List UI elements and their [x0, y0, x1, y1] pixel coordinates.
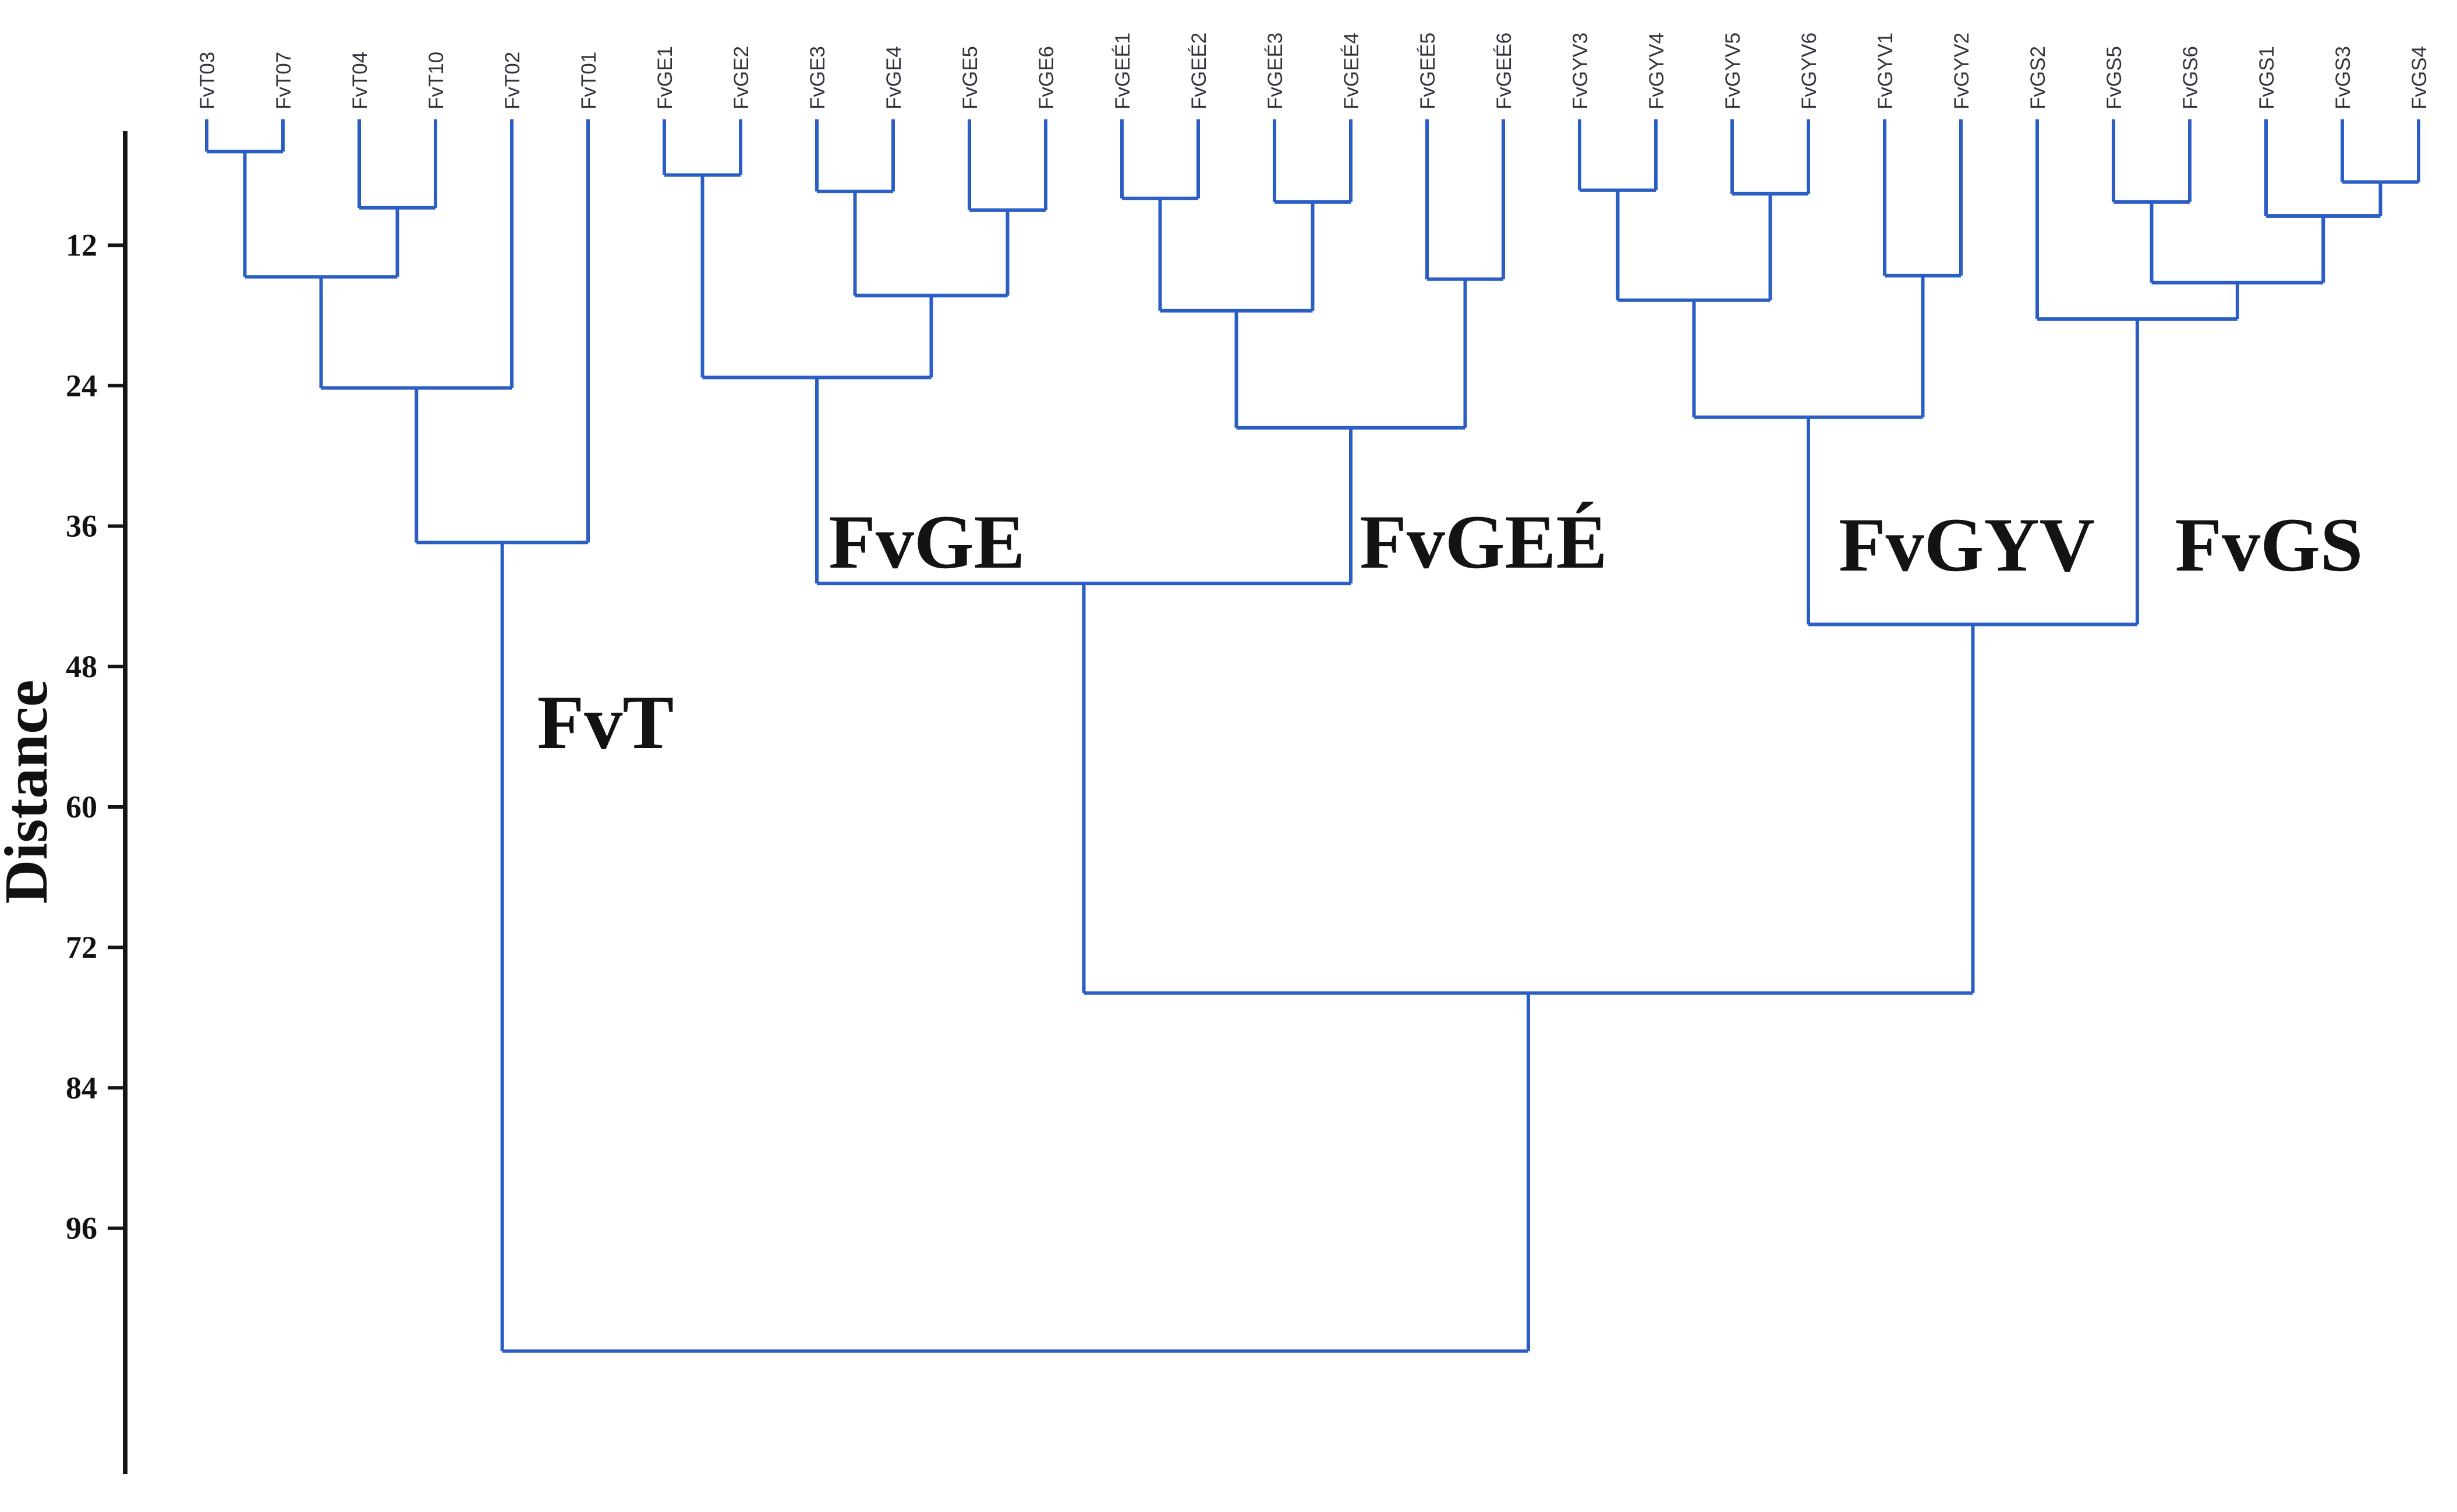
axis-tick-label: 60: [66, 789, 97, 824]
axis-tick-label: 72: [66, 930, 97, 965]
leaf-label: FvGS2: [2027, 46, 2049, 109]
leaf-label: FvT07: [272, 52, 295, 109]
leaf-label: FvGEÉ2: [1188, 33, 1210, 109]
leaf-label: FvGEÉ5: [1417, 33, 1439, 109]
y-axis-label: Distance: [0, 680, 60, 904]
leaf-label: FvT10: [425, 52, 448, 109]
axis-tick-label: 84: [66, 1070, 97, 1105]
leaf-label: FvGYV6: [1798, 33, 1821, 109]
leaf-label: FvGEÉ1: [1111, 33, 1134, 109]
cluster-label-fvt: FvT: [537, 679, 674, 765]
leaf-label: FvGYV3: [1569, 33, 1592, 109]
leaf-label: FvT04: [349, 52, 371, 109]
leaf-label: FvT01: [578, 52, 600, 109]
cluster-label-fvge: FvGE: [829, 499, 1025, 585]
axis-tick-label: 36: [66, 509, 97, 544]
cluster-label-fvgs: FvGS: [2175, 502, 2363, 587]
axis-tick-label: 48: [66, 649, 97, 684]
leaf-label: FvGYV1: [1874, 33, 1897, 109]
leaf-label: FvGE2: [730, 46, 753, 109]
axis-tick-label: 24: [66, 368, 97, 403]
leaf-label: FvGEÉ6: [1493, 33, 1516, 109]
leaf-label: FvGE1: [654, 46, 677, 109]
leaf-label: FvGS3: [2332, 46, 2355, 109]
leaf-label: FvGYV5: [1722, 33, 1744, 109]
leaf-label: FvGE4: [883, 46, 905, 109]
leaf-label: FvGS1: [2256, 46, 2278, 109]
leaf-label: FvGEÉ4: [1340, 33, 1363, 109]
leaf-label: FvGS4: [2408, 46, 2431, 109]
cluster-label-fvgyv: FvGYV: [1839, 502, 2095, 587]
leaf-label: FvGS6: [2179, 46, 2202, 109]
axis-tick-label: 12: [66, 228, 97, 263]
leaf-label: FvGE6: [1035, 46, 1058, 109]
leaf-label: FvGYV4: [1645, 33, 1668, 109]
leaf-label: FvT02: [501, 52, 524, 109]
cluster-label-fvgeé: FvGEÉ: [1360, 499, 1607, 585]
leaf-label: FvGYV2: [1950, 33, 1973, 109]
leaf-label: FvGS5: [2103, 46, 2126, 109]
leaf-label: FvGE3: [806, 46, 829, 109]
leaf-label: FvT03: [196, 52, 219, 109]
leaf-label: FvGEÉ3: [1264, 33, 1287, 109]
leaf-label: FvGE5: [959, 46, 982, 109]
axis-tick-label: 96: [66, 1211, 97, 1246]
